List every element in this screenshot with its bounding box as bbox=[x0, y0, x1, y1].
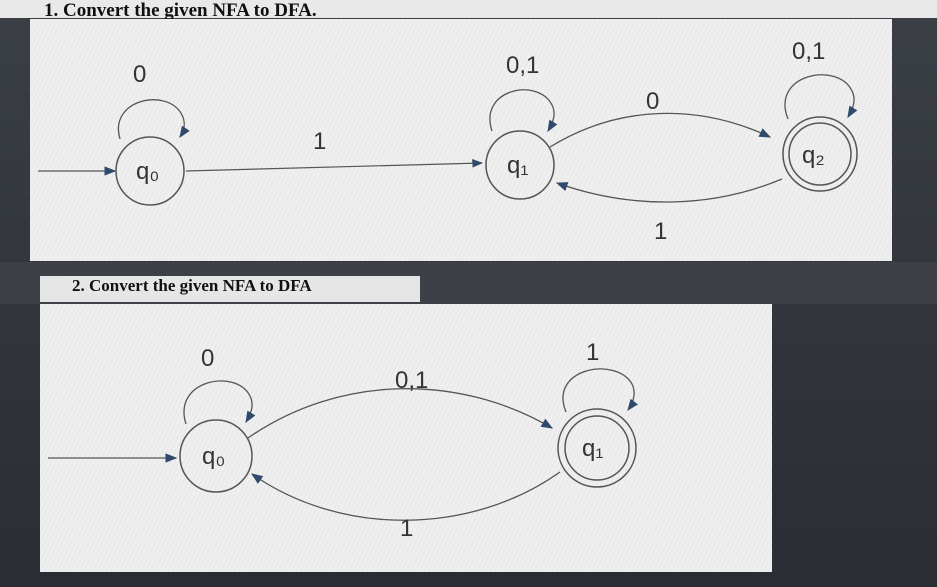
state-q0-label: q₀ bbox=[202, 443, 225, 470]
state-q2 bbox=[782, 116, 858, 192]
problem2-diagram-panel: q₀ 0 0,1 1 q₁ 1 bbox=[40, 304, 772, 572]
problem1-diagram-panel: q₀ 0 1 q₁ 0,1 0 1 q₂ 0,1 bbox=[30, 19, 892, 261]
self-loop-q0 bbox=[117, 99, 190, 140]
self-loop-q0-label: 0 bbox=[201, 345, 214, 372]
self-loop-q2 bbox=[784, 74, 858, 120]
transition-q0-q1-label: 0,1 bbox=[395, 367, 428, 394]
self-loop-q1-label: 0,1 bbox=[506, 52, 539, 79]
state-q0 bbox=[115, 136, 185, 206]
problem2-heading: 2. Convert the given NFA to DFA bbox=[66, 276, 318, 296]
transition-q2-q1-label: 1 bbox=[654, 218, 667, 245]
state-q0-label: q₀ bbox=[136, 158, 159, 185]
transition-q1-q0-label: 1 bbox=[400, 515, 413, 542]
state-q1-accept-ring bbox=[564, 415, 630, 481]
transition-q0-q1-label: 1 bbox=[313, 128, 326, 155]
self-loop-q1 bbox=[562, 368, 639, 413]
state-q1 bbox=[485, 130, 555, 200]
self-loop-q0 bbox=[183, 380, 256, 425]
self-loop-q1 bbox=[489, 89, 558, 133]
transition-q1-q0 bbox=[251, 471, 561, 521]
nfa1-diagram: q₀ 0 1 q₁ 0,1 0 1 q₂ 0,1 bbox=[38, 38, 858, 245]
transition-q0-q1 bbox=[185, 158, 484, 172]
state-q2-accept-ring bbox=[788, 122, 852, 186]
transition-q0-q1 bbox=[247, 388, 554, 439]
self-loop-q0-label: 0 bbox=[133, 61, 146, 88]
state-q1-label: q₁ bbox=[582, 435, 603, 462]
self-loop-q2-label: 0,1 bbox=[792, 38, 825, 65]
transition-q1-q2 bbox=[549, 112, 772, 148]
state-q2-label: q₂ bbox=[802, 142, 825, 169]
state-q1 bbox=[557, 408, 637, 488]
transition-q2-q1 bbox=[555, 178, 783, 203]
state-q0 bbox=[179, 419, 253, 493]
state-q1-label: q₁ bbox=[507, 152, 528, 179]
nfa2-diagram: q₀ 0 0,1 1 q₁ 1 bbox=[48, 339, 639, 542]
problem1-heading: 1. Convert the given NFA to DFA. bbox=[44, 0, 317, 21]
transition-q1-q2-label: 0 bbox=[646, 88, 659, 115]
self-loop-q1-label: 1 bbox=[586, 339, 599, 366]
